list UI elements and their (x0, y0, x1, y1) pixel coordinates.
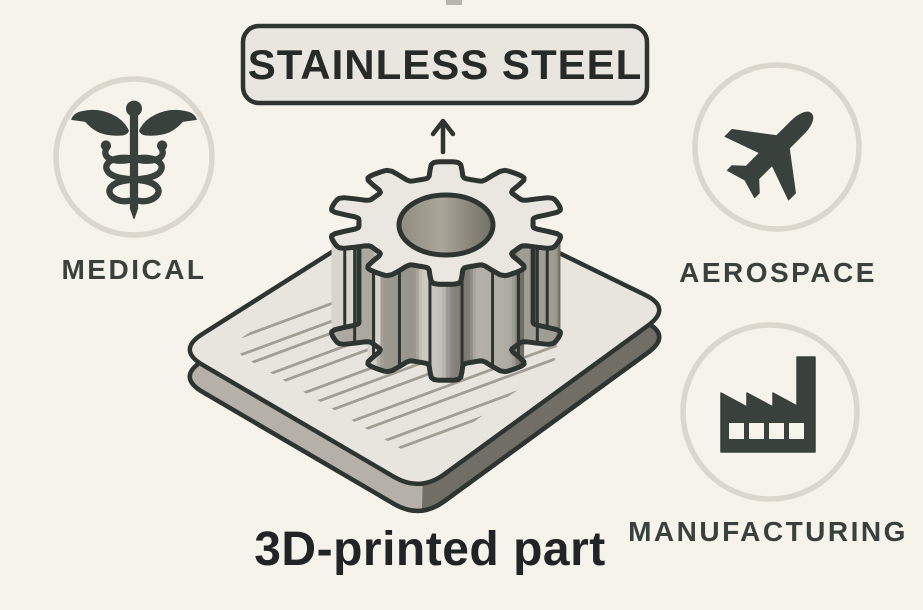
material-callout: STAINLESS STEEL (240, 23, 650, 155)
manufacturing-circle (680, 322, 860, 502)
industry-manufacturing: MANUFACTURING (628, 322, 908, 547)
caduceus-icon (71, 100, 197, 219)
industry-medical: MEDICAL (53, 76, 215, 285)
top-tick-mark (446, 0, 462, 5)
airplane-icon (724, 111, 814, 201)
part-caption: 3D-printed part (254, 523, 606, 576)
material-label: STAINLESS STEEL (248, 41, 643, 88)
aerospace-label: AEROSPACE (679, 257, 877, 288)
industry-aerospace: AEROSPACE (679, 62, 877, 288)
factory-icon (720, 356, 816, 453)
gear-part (329, 159, 563, 383)
manufacturing-label: MANUFACTURING (628, 516, 908, 547)
medical-circle (53, 76, 215, 238)
medical-label: MEDICAL (61, 254, 206, 285)
material-label-box (240, 23, 650, 106)
aerospace-circle (692, 62, 862, 232)
up-arrow-icon (430, 118, 456, 155)
